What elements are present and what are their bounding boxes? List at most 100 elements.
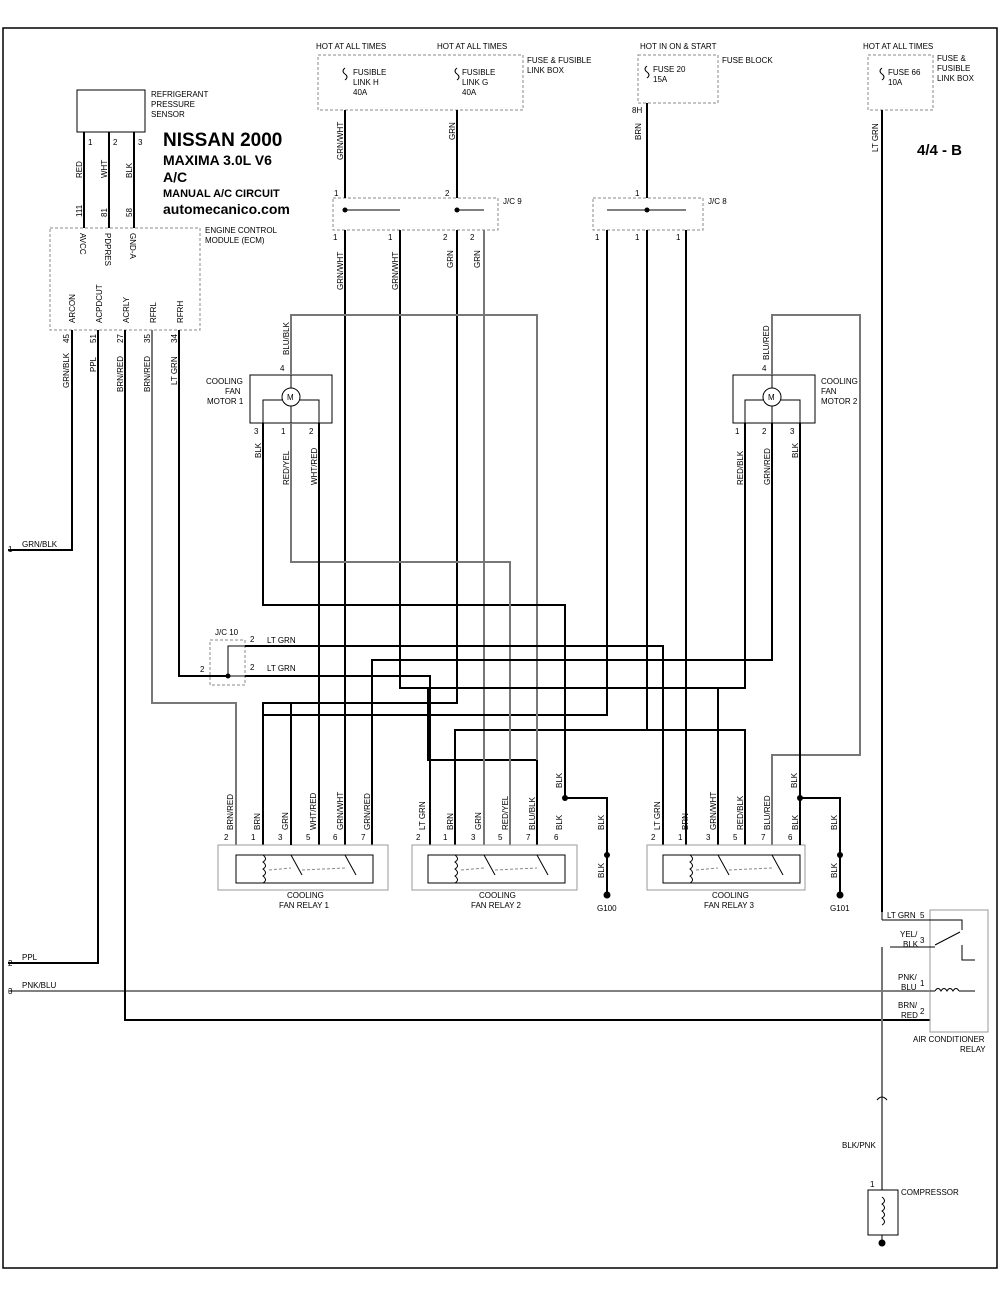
svg-text:LINK G: LINK G	[462, 78, 488, 87]
svg-text:RED/YEL: RED/YEL	[501, 795, 510, 830]
cooling-fan-motor-1: M COOLING FAN MOTOR 1 4 BLU/BLK 3 1 2 BL…	[206, 321, 333, 485]
svg-text:BLK: BLK	[903, 940, 919, 949]
fan2-wires	[371, 314, 861, 845]
svg-text:3: 3	[790, 427, 795, 436]
svg-text:1: 1	[635, 189, 640, 198]
svg-text:2: 2	[309, 427, 314, 436]
svg-text:5: 5	[306, 833, 311, 842]
svg-text:WHT: WHT	[100, 160, 109, 178]
svg-text:1: 1	[281, 427, 286, 436]
svg-text:4: 4	[280, 364, 285, 373]
svg-text:1: 1	[735, 427, 740, 436]
svg-text:COOLING: COOLING	[712, 891, 749, 900]
svg-text:BLK/PNK: BLK/PNK	[842, 1141, 876, 1150]
svg-text:4: 4	[762, 364, 767, 373]
svg-text:34: 34	[170, 334, 179, 343]
svg-text:BRN/: BRN/	[898, 1001, 918, 1010]
svg-text:RFRH: RFRH	[176, 301, 185, 323]
svg-text:FAN: FAN	[225, 387, 241, 396]
svg-text:2: 2	[250, 635, 255, 644]
svg-text:FUSIBLE: FUSIBLE	[353, 68, 386, 77]
svg-text:GRN/WHT: GRN/WHT	[336, 252, 345, 290]
svg-text:2: 2	[920, 1007, 925, 1016]
svg-text:GRN/WHT: GRN/WHT	[391, 252, 400, 290]
svg-text:FUSE 66: FUSE 66	[888, 68, 921, 77]
svg-text:35: 35	[143, 334, 152, 343]
svg-text:1: 1	[334, 189, 339, 198]
svg-text:MODULE (ECM): MODULE (ECM)	[205, 236, 265, 245]
title-line2: MAXIMA 3.0L V6	[163, 152, 272, 168]
svg-text:FAN RELAY 2: FAN RELAY 2	[471, 901, 522, 910]
svg-text:2: 2	[762, 427, 767, 436]
svg-text:BLU/BLK: BLU/BLK	[528, 796, 537, 830]
svg-text:BRN/RED: BRN/RED	[226, 794, 235, 830]
svg-text:BRN: BRN	[681, 813, 690, 830]
svg-text:RED/BLK: RED/BLK	[736, 795, 745, 830]
svg-text:ACPDCUT: ACPDCUT	[95, 284, 104, 323]
svg-text:FUSE & FUSIBLE: FUSE & FUSIBLE	[527, 56, 591, 65]
fusible-link-box-1: HOT AT ALL TIMES HOT AT ALL TIMES FUSIBL…	[316, 42, 591, 111]
hot-label-h: HOT AT ALL TIMES	[316, 42, 386, 51]
svg-text:RED/YEL: RED/YEL	[282, 450, 291, 485]
svg-text:FUSIBLE: FUSIBLE	[937, 64, 970, 73]
svg-text:PNK/BLU: PNK/BLU	[22, 981, 56, 990]
svg-text:2: 2	[470, 233, 475, 242]
svg-text:LT GRN: LT GRN	[267, 636, 296, 645]
hot-label-g: HOT AT ALL TIMES	[437, 42, 507, 51]
svg-text:LINK BOX: LINK BOX	[937, 74, 975, 83]
svg-text:BLK: BLK	[597, 814, 606, 830]
ecm: ENGINE CONTROL MODULE (ECM) AVCC PDPRES …	[49, 226, 278, 392]
svg-text:1: 1	[443, 833, 448, 842]
cooling-fan-motor-2: M COOLING FAN MOTOR 2 4 BLU/RED 1 2 3 RE…	[732, 325, 858, 485]
ground-g101: BLK BLK BLK G101	[790, 772, 850, 913]
svg-text:BLK: BLK	[791, 442, 800, 458]
left-connectors: 1 GRN/BLK 2 PPL 3 PNK/BLU	[8, 540, 58, 996]
svg-text:LINK H: LINK H	[353, 78, 379, 87]
svg-text:40A: 40A	[462, 88, 477, 97]
svg-text:BLU/BLK: BLU/BLK	[282, 321, 291, 355]
svg-text:RED/BLK: RED/BLK	[736, 450, 745, 485]
svg-text:GRN/WHT: GRN/WHT	[709, 792, 718, 830]
svg-text:HOT IN ON & START: HOT IN ON & START	[640, 42, 717, 51]
svg-text:SENSOR: SENSOR	[151, 110, 185, 119]
junction-9: J/C 9 1 2 1 1 2 2 GRN/WHT GRN GRN/WHT GR…	[332, 122, 522, 290]
svg-text:PPL: PPL	[89, 356, 98, 372]
svg-text:BRN: BRN	[446, 813, 455, 830]
svg-text:RED: RED	[901, 1011, 918, 1020]
svg-text:3: 3	[278, 833, 283, 842]
svg-text:2: 2	[8, 959, 13, 968]
svg-text:2: 2	[416, 833, 421, 842]
svg-text:WHT/RED: WHT/RED	[310, 447, 319, 485]
cooling-fan-relay-1: COOLING FAN RELAY 1 2 1 3 5 6 7 BRN/RED …	[217, 792, 389, 910]
svg-text:PRESSURE: PRESSURE	[151, 100, 195, 109]
svg-text:PNK/: PNK/	[898, 973, 917, 982]
svg-text:1: 1	[595, 233, 600, 242]
svg-text:3: 3	[254, 427, 259, 436]
svg-text:7: 7	[761, 833, 766, 842]
title-line3: A/C	[163, 169, 187, 185]
svg-text:1: 1	[251, 833, 256, 842]
svg-text:5: 5	[498, 833, 503, 842]
svg-text:ENGINE CONTROL: ENGINE CONTROL	[205, 226, 278, 235]
fusible-link-box-2: HOT AT ALL TIMES FUSE 66 10A FUSE & FUSI…	[863, 42, 975, 111]
svg-text:BLK: BLK	[555, 814, 564, 830]
svg-text:GRN/BLK: GRN/BLK	[22, 540, 58, 549]
ground-g100: BLK BLK BLK G100	[555, 772, 617, 913]
svg-text:6: 6	[554, 833, 559, 842]
svg-text:7: 7	[361, 833, 366, 842]
svg-text:FUSE 20: FUSE 20	[653, 65, 686, 74]
junction-10: J/C 10 2 2 2 LT GRN LT GRN	[200, 628, 296, 686]
svg-text:COOLING: COOLING	[287, 891, 324, 900]
svg-text:58: 58	[125, 208, 134, 217]
svg-text:AIR CONDITIONER: AIR CONDITIONER	[913, 1035, 985, 1044]
svg-text:RFRL: RFRL	[149, 302, 158, 323]
fan1-wires	[262, 314, 566, 845]
svg-text:BRN: BRN	[253, 813, 262, 830]
svg-text:M: M	[287, 393, 294, 402]
svg-text:BLU: BLU	[901, 983, 917, 992]
svg-text:1: 1	[920, 979, 925, 988]
svg-text:2: 2	[200, 665, 205, 674]
junction-8: J/C 8 1 1 1 1 BRN	[592, 123, 727, 242]
svg-text:1: 1	[333, 233, 338, 242]
